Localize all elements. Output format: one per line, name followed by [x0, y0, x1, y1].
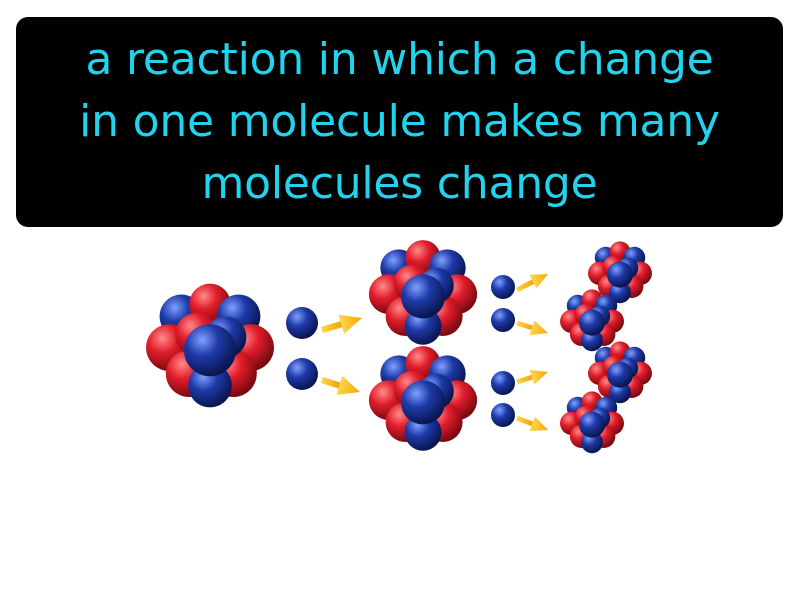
neutron-icon — [286, 358, 318, 390]
neutron-sphere — [607, 261, 633, 288]
arrow-icon — [516, 369, 548, 385]
arrow-shaft — [321, 376, 341, 389]
neutron-sphere — [609, 281, 631, 304]
neutron-sphere — [581, 329, 603, 352]
arrow-shaft — [516, 320, 533, 331]
neutron-icon — [286, 307, 318, 339]
product-nucleus-3 — [588, 341, 652, 404]
arrow-icon — [516, 320, 548, 336]
neutron-icon — [491, 275, 515, 299]
neutron-sphere — [404, 413, 442, 451]
arrow-head — [529, 369, 548, 385]
arrow-head — [336, 376, 360, 395]
arrow-shaft — [321, 321, 343, 334]
neutron-sphere — [404, 307, 442, 345]
daughter-nucleus-lower — [368, 346, 478, 451]
product-nucleus-2 — [560, 289, 624, 352]
neutron-icon — [491, 308, 515, 332]
neutron-sphere — [607, 361, 633, 388]
parent-nucleus — [146, 283, 274, 408]
daughter-nucleus-upper — [368, 240, 478, 345]
arrow-icon — [516, 415, 548, 432]
arrow-icon — [321, 314, 363, 334]
arrow-shaft — [516, 374, 533, 385]
neutron-icon — [491, 403, 515, 427]
arrow-head — [529, 273, 549, 289]
definition-text: a reaction in which a change in one mole… — [79, 29, 720, 215]
product-nucleus-1 — [588, 241, 652, 304]
arrow-shaft — [516, 415, 534, 427]
neutron-sphere — [579, 309, 605, 336]
arrow-head — [338, 314, 363, 334]
arrow-shaft — [515, 279, 535, 293]
arrow-icon — [515, 273, 549, 293]
neutron-sphere — [401, 380, 445, 425]
definition-caption: a reaction in which a change in one mole… — [16, 17, 783, 227]
neutron-sphere — [401, 274, 445, 319]
product-nucleus-4 — [560, 391, 624, 454]
neutron-sphere — [579, 411, 605, 438]
arrow-head — [529, 416, 548, 432]
neutron-sphere — [609, 381, 631, 404]
neutron-icon — [491, 371, 515, 395]
neutron-sphere — [184, 324, 236, 377]
arrow-head — [529, 320, 548, 336]
neutron-sphere — [581, 431, 603, 454]
neutron-sphere — [188, 363, 232, 408]
definition-line-2: in one molecule makes many — [79, 96, 720, 147]
definition-line-3: molecules change — [201, 158, 598, 209]
definition-line-1: a reaction in which a change — [85, 34, 714, 85]
arrow-icon — [321, 376, 360, 395]
